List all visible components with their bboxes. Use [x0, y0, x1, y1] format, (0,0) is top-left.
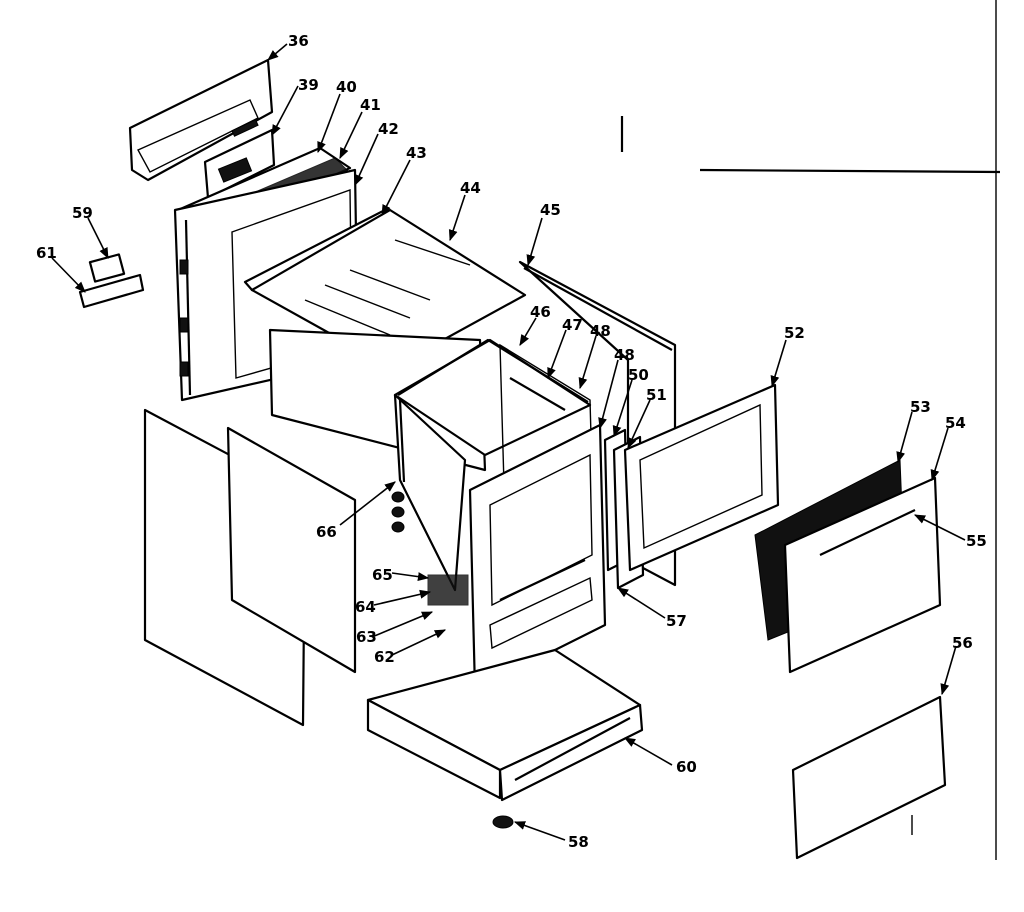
label-63: 63 — [356, 628, 377, 646]
label-55: 55 — [966, 532, 987, 550]
label-61: 61 — [36, 244, 57, 262]
part-61-bracket — [88, 253, 126, 283]
part-49-front-frame — [468, 423, 607, 692]
label-52: 52 — [784, 324, 805, 342]
part-53-54-oven-door — [754, 459, 942, 674]
part-67-bracket — [78, 273, 145, 309]
label-58: 58 — [568, 833, 589, 851]
part-60-drawer-base — [366, 648, 644, 802]
label-65: 65 — [372, 566, 393, 584]
label-64: 64 — [355, 598, 376, 616]
label-47: 47 — [562, 316, 583, 334]
part-52-oven-door-inner — [623, 383, 780, 572]
leader-lines — [51, 43, 966, 841]
scan-marks — [620, 0, 1001, 860]
label-56: 56 — [952, 634, 973, 652]
part-56-drawer-front — [791, 695, 947, 860]
label-60: 60 — [676, 758, 697, 776]
label-44: 44 — [460, 179, 481, 197]
label-46: 46 — [530, 303, 551, 321]
label-51: 51 — [646, 386, 667, 404]
label-54: 54 — [945, 414, 966, 432]
label-40: 40 — [336, 78, 357, 96]
label-50: 50 — [628, 366, 649, 384]
part-labels: 36 39 40 41 42 43 44 45 46 47 48 48 50 5… — [36, 32, 987, 851]
label-36: 36 — [288, 32, 309, 50]
label-48a: 48 — [590, 322, 611, 340]
label-42: 42 — [378, 120, 399, 138]
small-parts-62-66 — [391, 491, 469, 606]
label-45: 45 — [540, 201, 561, 219]
part-36-top-trim — [128, 58, 274, 182]
part-39-vent-bracket — [203, 128, 276, 200]
label-39: 39 — [298, 76, 319, 94]
label-62: 62 — [374, 648, 395, 666]
label-43: 43 — [406, 144, 427, 162]
label-53: 53 — [910, 398, 931, 416]
label-48b: 48 — [614, 346, 635, 364]
part-58-leveling-foot — [492, 815, 514, 829]
label-57: 57 — [666, 612, 687, 630]
oven-liner — [268, 328, 592, 592]
label-59: 59 — [72, 204, 93, 222]
inner-side-panel — [226, 426, 357, 674]
label-41: 41 — [360, 96, 381, 114]
label-66: 66 — [316, 523, 337, 541]
